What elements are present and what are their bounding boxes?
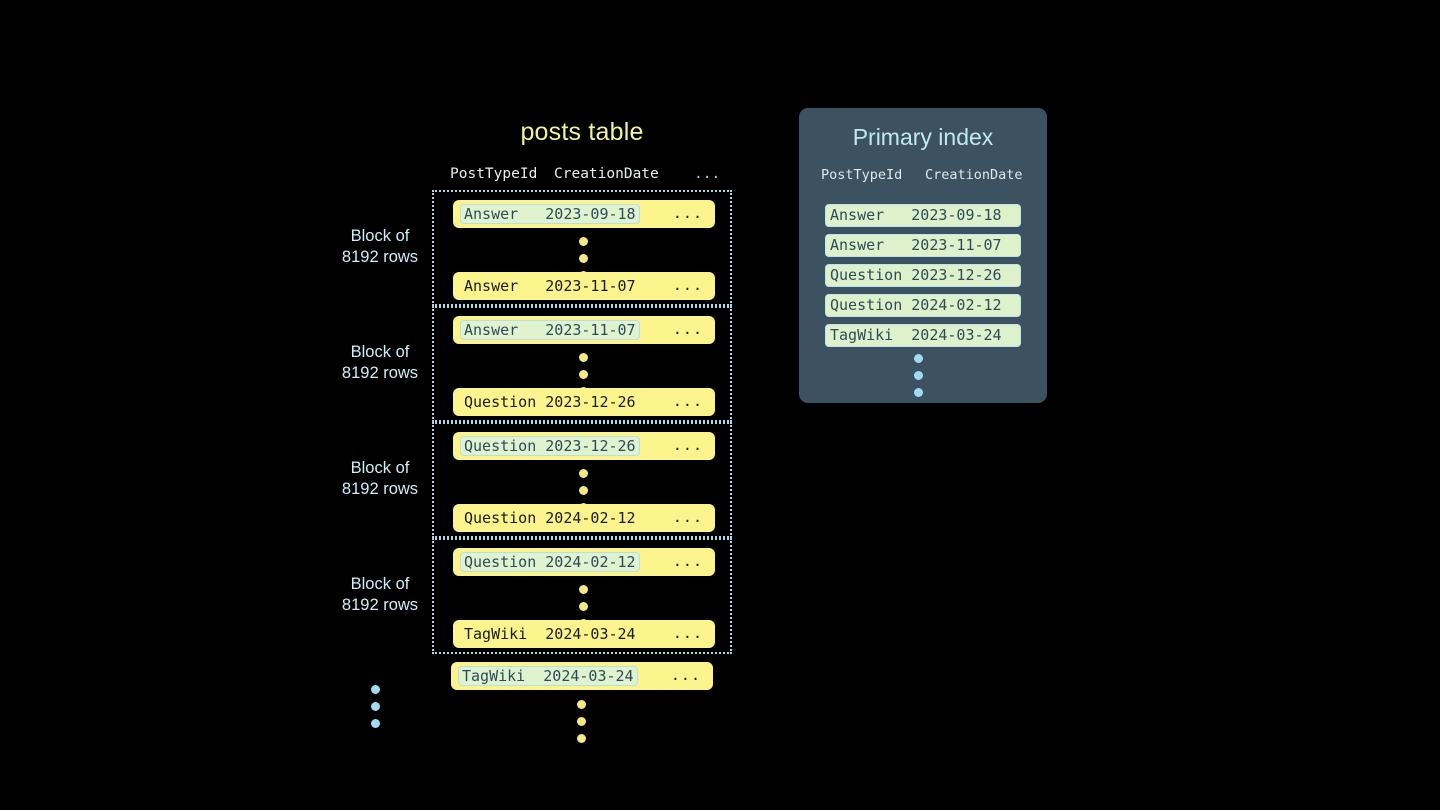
cell-creationdate: 2023-12-26 bbox=[545, 393, 636, 411]
cell-posttypeid: Question bbox=[464, 437, 537, 455]
index-row: Question 2023-12-26 bbox=[825, 264, 1021, 287]
column-header-posttypeid: PostTypeId bbox=[450, 166, 538, 182]
cell-creationdate: 2023-12-26 bbox=[911, 266, 1002, 284]
primary-index-panel: Primary index PostTypeId CreationDate An… bbox=[799, 108, 1047, 403]
cell-posttypeid: Question bbox=[464, 393, 537, 411]
table-row: Question 2023-12-26 ... bbox=[453, 388, 715, 416]
table-row-trailing: TagWiki 2024-03-24 ... bbox=[451, 662, 713, 690]
cell-posttypeid: Question bbox=[464, 553, 537, 571]
cell-creationdate: 2023-11-07 bbox=[545, 277, 636, 295]
cell-ellipsis: ... bbox=[672, 436, 703, 454]
index-row: TagWiki 2024-03-24 bbox=[825, 324, 1021, 347]
primary-index-column-headers: PostTypeId CreationDate bbox=[821, 167, 1031, 185]
cell-posttypeid: Question bbox=[830, 296, 903, 314]
vertical-ellipsis-dots-bottom bbox=[577, 700, 587, 751]
cell-ellipsis: ... bbox=[670, 666, 701, 684]
cell-posttypeid: TagWiki bbox=[462, 667, 526, 685]
table-row: Question 2024-02-12 ... bbox=[453, 548, 715, 576]
block-1-label: Block of 8192 rows bbox=[341, 227, 419, 266]
primary-index-title: Primary index bbox=[852, 124, 994, 150]
cell-ellipsis: ... bbox=[672, 624, 703, 642]
column-header-ellipsis: ... bbox=[694, 166, 721, 182]
index-row: Answer 2023-09-18 bbox=[825, 204, 1021, 227]
cell-creationdate: 2023-12-26 bbox=[545, 437, 636, 455]
cell-posttypeid: Answer bbox=[464, 277, 519, 295]
cell-posttypeid: Question bbox=[830, 266, 903, 284]
cell-ellipsis: ... bbox=[672, 552, 703, 570]
column-header-creationdate: CreationDate bbox=[554, 166, 659, 182]
block-3: Block of 8192 rows Question 2023-12-26 ..… bbox=[342, 422, 732, 538]
cell-posttypeid: TagWiki bbox=[830, 326, 894, 344]
cell-creationdate: 2024-02-12 bbox=[911, 296, 1002, 314]
cell-posttypeid: Answer bbox=[464, 321, 519, 339]
column-header-creationdate: CreationDate bbox=[925, 167, 1023, 183]
cell-creationdate: 2023-09-18 bbox=[911, 206, 1002, 224]
cell-creationdate: 2024-03-24 bbox=[543, 667, 634, 685]
cell-creationdate: 2023-09-18 bbox=[545, 205, 636, 223]
cell-creationdate: 2024-02-12 bbox=[545, 553, 636, 571]
table-row: Answer 2023-09-18 ... bbox=[453, 200, 715, 228]
index-row: Question 2024-02-12 bbox=[825, 294, 1021, 317]
cell-ellipsis: ... bbox=[672, 392, 703, 410]
table-row: Answer 2023-11-07 ... bbox=[453, 272, 715, 300]
cell-ellipsis: ... bbox=[672, 508, 703, 526]
index-row: Answer 2023-11-07 bbox=[825, 234, 1021, 257]
cell-posttypeid: Answer bbox=[464, 205, 519, 223]
cell-ellipsis: ... bbox=[672, 320, 703, 338]
cell-creationdate: 2023-11-07 bbox=[545, 321, 636, 339]
table-row: Question 2023-12-26 ... bbox=[453, 432, 715, 460]
cell-creationdate: 2023-11-07 bbox=[911, 236, 1002, 254]
table-row: Answer 2023-11-07 ... bbox=[453, 316, 715, 344]
cell-posttypeid: TagWiki bbox=[464, 625, 528, 643]
block-3-label: Block of 8192 rows bbox=[341, 459, 419, 498]
block-4: Block of 8192 rows Question 2024-02-12 ..… bbox=[342, 538, 732, 654]
table-row: TagWiki 2024-03-24 ... bbox=[453, 620, 715, 648]
vertical-ellipsis-dots-left bbox=[371, 685, 381, 736]
posts-table-title: posts table bbox=[520, 118, 644, 146]
cell-posttypeid: Answer bbox=[830, 206, 885, 224]
block-2-label: Block of 8192 rows bbox=[341, 343, 419, 382]
column-header-posttypeid: PostTypeId bbox=[821, 167, 903, 183]
cell-creationdate: 2024-03-24 bbox=[545, 625, 636, 643]
cell-posttypeid: Answer bbox=[830, 236, 885, 254]
table-row: Question 2024-02-12 ... bbox=[453, 504, 715, 532]
cell-creationdate: 2024-02-12 bbox=[545, 509, 636, 527]
cell-ellipsis: ... bbox=[672, 276, 703, 294]
posts-table-column-headers: PostTypeId CreationDate ... bbox=[450, 166, 732, 184]
cell-posttypeid: Question bbox=[464, 509, 537, 527]
index-vertical-ellipsis-dots bbox=[914, 354, 924, 405]
cell-ellipsis: ... bbox=[672, 204, 703, 222]
cell-creationdate: 2024-03-24 bbox=[911, 326, 1002, 344]
block-4-label: Block of 8192 rows bbox=[341, 575, 419, 614]
